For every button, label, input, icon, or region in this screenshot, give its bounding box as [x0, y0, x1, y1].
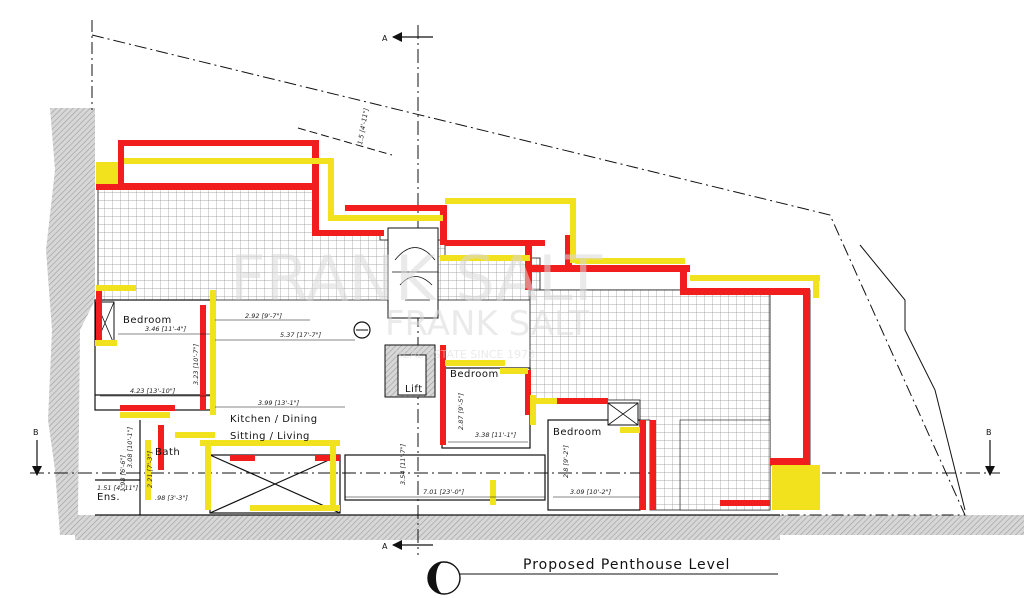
room-bedroom-1: Bedroom: [123, 315, 172, 326]
section-arrow-b-left: B: [32, 428, 42, 476]
dim-6: 3.99 [13'-1"]: [258, 399, 300, 407]
dim-16: .98 [3'-3"]: [155, 494, 188, 502]
room-ens: Ens.: [97, 492, 120, 503]
lift-car: [397, 354, 427, 396]
dim-7: 2.87 [9'-5"]: [457, 393, 465, 430]
dim-18: 1.5 [4'-11"]: [356, 107, 370, 145]
stair-spiral: [392, 247, 438, 301]
watermark-line2: FRANK SALT: [385, 304, 589, 344]
dim-4: 3.23 [10'-7"]: [192, 343, 200, 385]
dim-15: 1.51 [4'-11"]: [97, 484, 139, 492]
dim-1: 3.46 [11'-4"]: [145, 325, 187, 333]
upper-setback: [297, 127, 393, 156]
dim-13: 3.08 [10'-1"]: [126, 426, 134, 468]
staircase: [387, 227, 439, 319]
section-arrow-a-bottom: A: [382, 540, 433, 551]
dim-8: 3.38 [11'-1"]: [475, 431, 517, 439]
watermark-line1: FRANK SALT: [230, 242, 603, 315]
dim-17: 1.98 [6'-6"]: [119, 455, 127, 492]
svg-text:B: B: [33, 428, 39, 437]
site-boundary: [91, 34, 966, 516]
svg-text:B: B: [986, 428, 992, 437]
dim-2: 2.92 [9'-7"]: [245, 312, 282, 320]
dim-5: 4.23 [13'-10"]: [130, 387, 176, 395]
dimension-lines: [100, 319, 640, 498]
room-bedroom-3: Bedroom: [553, 427, 602, 438]
svg-text:A: A: [382, 34, 388, 43]
dim-3: 5.37 [17'-7"]: [280, 331, 322, 339]
right-outline: [859, 244, 966, 511]
dim-11: 2.8 [9'-2"]: [562, 445, 570, 478]
dim-10: 7.01 [23'-0"]: [423, 488, 465, 496]
dim-12: 3.09 [10'-2"]: [570, 488, 612, 496]
demolish-walls-yellow: [95, 158, 820, 511]
section-arrow-b-right: B: [985, 428, 995, 476]
drawing-title: Proposed Penthouse Level: [523, 557, 730, 573]
room-bedroom-2: Bedroom: [450, 369, 499, 380]
room-lift: Lift: [405, 384, 423, 395]
dim-14: 2.21 [7'-3"]: [146, 451, 154, 488]
room-bath: Bath: [155, 447, 180, 458]
terrace-bottom-right: [679, 419, 771, 511]
north-arrow-icon: [427, 561, 461, 595]
room-kitchen-line1: Kitchen / Dining: [230, 414, 318, 425]
bottom-boundary-hatch: [75, 515, 780, 540]
svg-text:A: A: [382, 542, 388, 551]
dim-9: 3.54 [11'-7"]: [399, 443, 407, 485]
section-arrow-a-top: A: [382, 32, 433, 43]
new-walls-red: [96, 140, 810, 510]
room-kitchen-line2: Sitting / Living: [230, 431, 310, 442]
extract-box-2-x: [607, 402, 639, 426]
watermark-line3: REAL ESTATE SINCE 1973: [395, 348, 535, 361]
